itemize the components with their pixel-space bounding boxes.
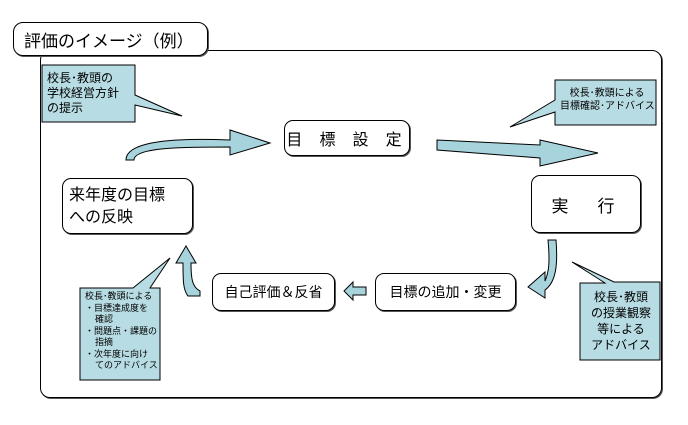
node-self-eval: 自己評価＆反省 <box>212 273 335 311</box>
node-next-year: 来年度の目標 への反映 <box>62 178 193 234</box>
callout-lesson-observation <box>571 261 661 361</box>
arrow-to-add-change <box>527 239 558 299</box>
callout-principal-policy-text: 校長･教頭の 学校経営方針 の提示 <box>47 71 120 115</box>
node-execution: 実 行 <box>531 175 641 233</box>
node-next-year-line: 来年度の目標 <box>69 185 166 204</box>
callout-principal-policy <box>41 64 183 123</box>
callout-goal-confirm <box>509 79 657 128</box>
node-add-change: 目標の追加・変更 <box>375 273 516 311</box>
callout-lesson-observation-text: 校長･教頭 の授業観察 等による アドバイス <box>590 290 651 352</box>
arrow-to-next-year <box>175 245 201 297</box>
diagram-title: 評価のイメージ（例） <box>13 22 208 56</box>
callout-evaluation-text: 校長･教頭による ・目標達成度を 確認 ・問題点・課題の 指摘 ・次年度に向け … <box>85 292 158 371</box>
node-goal-setting: 目 標 設 定 <box>284 120 410 156</box>
callout-goal-confirm-text: 校長･教頭による 目標確認･アドバイス <box>560 88 655 112</box>
node-next-year-line: への反映 <box>69 207 134 226</box>
callout-evaluation <box>79 257 171 381</box>
arrow-to-self-eval <box>343 280 367 302</box>
arrow-to-goal-setting <box>125 129 272 161</box>
arrow-to-execution <box>436 139 599 167</box>
